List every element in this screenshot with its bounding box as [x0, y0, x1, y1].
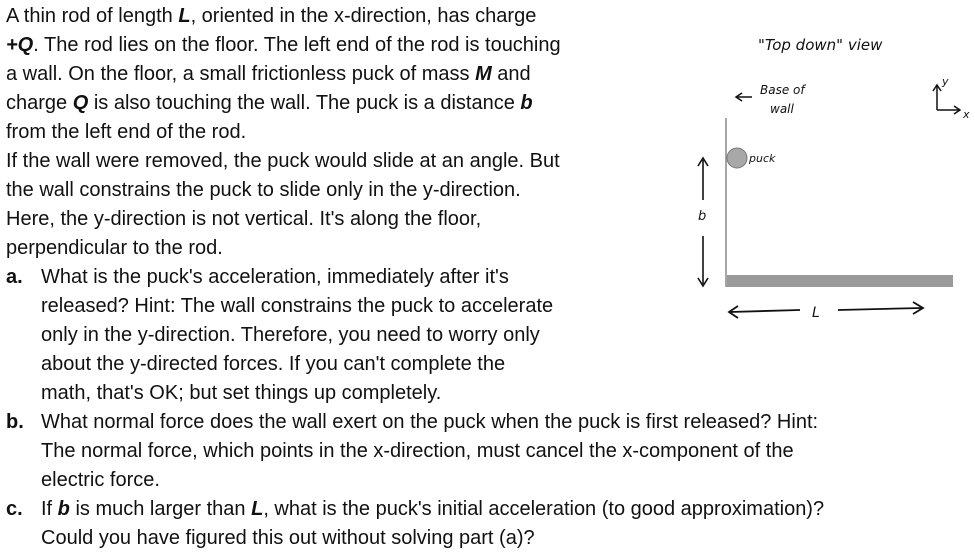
puck-label: puck: [748, 152, 776, 165]
L-label: L: [812, 305, 820, 321]
L-arrow-left: [729, 309, 801, 313]
intro-line-7: the wall constrains the puck to slide on…: [6, 179, 521, 201]
x-axis-label: x: [962, 108, 970, 121]
text-run: is also touching the wall. The puck is a…: [88, 92, 521, 114]
intro-line-6: If the wall were removed, the puck would…: [6, 150, 560, 172]
y-axis-label: y: [941, 75, 949, 88]
b-dimension: b: [697, 156, 709, 288]
question-a-line: math, that's OK; but set things up compl…: [41, 382, 442, 404]
intro-line-9: perpendicular to the rod.: [6, 237, 223, 259]
b-label: b: [698, 209, 706, 224]
L-arrowhead-right: [912, 301, 925, 315]
text-run: A thin rod of length: [6, 5, 179, 27]
var-M: M: [475, 63, 492, 85]
wall-label-line-2: wall: [770, 102, 795, 116]
text-run: , what is the puck's initial acceleratio…: [263, 498, 825, 520]
wall-label-line-1: Base of: [760, 83, 806, 97]
text-run: is much larger than: [69, 498, 252, 520]
question-b-line: The normal force, which points in the x-…: [41, 440, 794, 462]
text-run: If: [41, 498, 58, 520]
question-marker: a.: [6, 266, 23, 288]
b-arrowhead-down: [697, 277, 709, 288]
intro-line-5: from the left end of the rod.: [6, 121, 247, 143]
question-c: c. If b is much larger than L, what is t…: [6, 495, 824, 553]
text-run: , oriented in the x-direction, has charg…: [190, 5, 537, 27]
L-dimension: L: [727, 301, 925, 321]
var-L: L: [178, 5, 191, 27]
text-run: a wall. On the floor, a small frictionle…: [6, 63, 476, 85]
question-b: b. What normal force does the wall exert…: [6, 408, 824, 495]
text-run: and: [491, 63, 531, 85]
wall-label-group: Base of wall: [734, 83, 806, 116]
x-axis-arrowhead: [953, 105, 962, 115]
axes-indicator: y x: [932, 75, 970, 121]
question-a-line: released? Hint: The wall constrains the …: [41, 295, 554, 317]
var-b: b: [57, 498, 70, 520]
intro-line-2: +Q. The rod lies on the floor. The left …: [6, 31, 824, 60]
intro-line-3: a wall. On the floor, a small frictionle…: [6, 60, 824, 89]
wall-pointer-arrowhead: [734, 92, 743, 102]
question-a: a. What is the puck's acceleration, imme…: [6, 263, 824, 408]
charged-rod: [727, 275, 953, 287]
question-c-line: If b is much larger than L, what is the …: [41, 495, 824, 524]
question-b-line: What normal force does the wall exert on…: [41, 411, 819, 433]
var-b: b: [520, 92, 533, 114]
question-marker: b.: [6, 411, 24, 433]
b-arrowhead-up: [697, 156, 709, 167]
intro-line-4: charge Q is also touching the wall. The …: [6, 89, 824, 118]
question-c-line: Could you have figured this out without …: [41, 527, 535, 549]
var-L: L: [251, 498, 264, 520]
y-axis-arrowhead: [932, 83, 942, 92]
puck: [726, 147, 748, 169]
text-run: charge: [6, 92, 73, 114]
intro-line-8: Here, the y-direction is not vertical. I…: [6, 208, 482, 230]
question-b-line: electric force.: [41, 469, 160, 491]
question-a-line: only in the y-direction. Therefore, you …: [41, 324, 540, 346]
L-arrowhead-left: [727, 305, 739, 319]
var-Q: Q: [72, 92, 89, 114]
question-marker: c.: [6, 498, 23, 520]
intro-line-1: A thin rod of length L, oriented in the …: [6, 2, 824, 31]
L-arrow-right: [837, 307, 923, 311]
var-plus-Q: +Q: [6, 34, 34, 56]
question-a-line: What is the puck's acceleration, immedia…: [41, 266, 509, 288]
text-run: . The rod lies on the floor. The left en…: [33, 34, 561, 56]
view-label: "Top down" view: [758, 36, 883, 54]
problem-text: A thin rod of length L, oriented in the …: [6, 2, 824, 553]
question-a-line: about the y-directed forces. If you can'…: [41, 353, 506, 375]
